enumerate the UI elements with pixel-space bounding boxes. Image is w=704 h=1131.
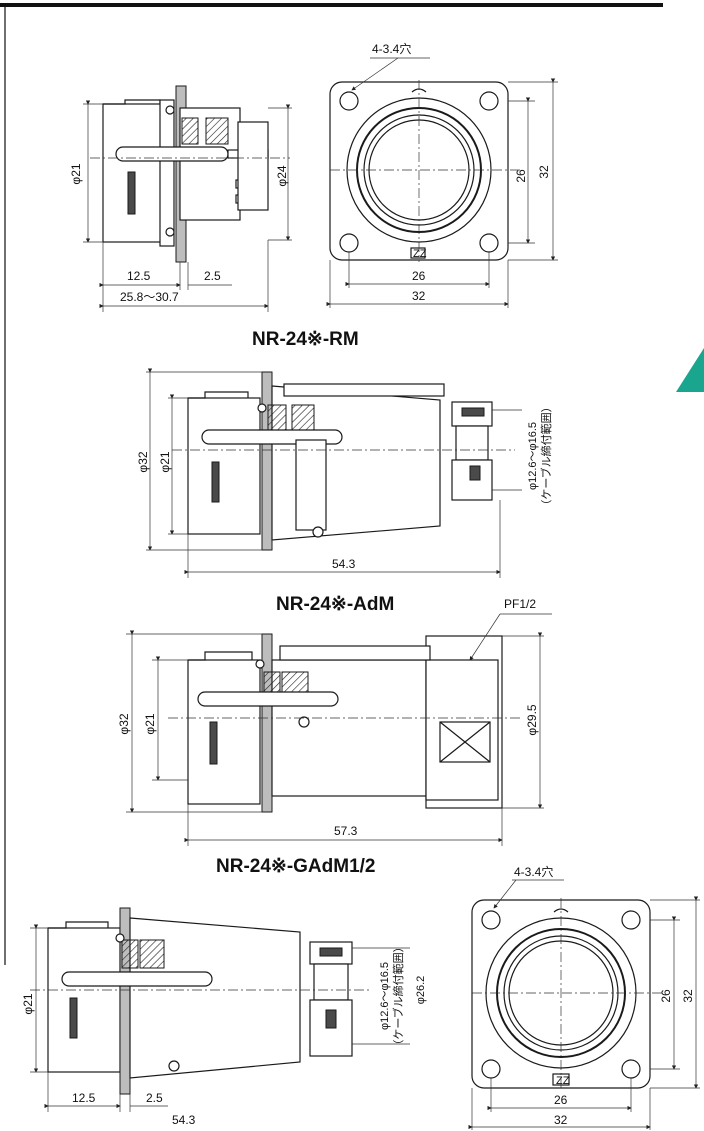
gadm-phi21: φ21 (143, 713, 157, 734)
rm-h26: 26 (514, 169, 528, 183)
gadm-model-label: NR-24※-GAdM1/2 (216, 856, 376, 877)
rm-phi24: φ24 (275, 165, 289, 186)
bottom-cable-range: φ12.6～φ16.5 (379, 962, 391, 1030)
gadm-length: 57.3 (334, 824, 358, 838)
rm-length: 25.8～30.7 (120, 290, 179, 304)
bottom-holes-note: 4-3.4穴 (514, 864, 553, 879)
bottom-d2-5: 2.5 (146, 1091, 163, 1105)
triangle-tab-icon (676, 348, 704, 392)
bottom-w32: 32 (554, 1113, 568, 1127)
gadm-pf-note: PF1/2 (504, 597, 536, 611)
rm-h32: 32 (537, 165, 551, 179)
rm-d2-5: 2.5 (204, 269, 221, 283)
adm-phi21: φ21 (158, 451, 172, 472)
bottom-h26: 26 (659, 989, 673, 1003)
rm-phi21: φ21 (69, 163, 83, 184)
bottom-h32: 32 (681, 989, 695, 1003)
bottom-cable-note: （ケーブル締付範囲） (391, 941, 405, 1050)
rm-holes-note: 4-3.4穴 (372, 41, 411, 56)
gadm-phi29-5: φ29.5 (525, 704, 539, 735)
adm-cable-range: φ12.6～φ16.5 (527, 422, 539, 490)
adm-cable-note: （ケーブル締付範囲） (539, 401, 553, 510)
rm-side-view (102, 85, 269, 263)
rm-d12-5: 12.5 (127, 269, 151, 283)
gadm-side-view (187, 633, 503, 813)
bottom-d12-5: 12.5 (72, 1091, 96, 1105)
bottom-side-view (47, 907, 353, 1095)
bottom-length: 54.3 (172, 1113, 196, 1127)
rm-model-label: NR-24※-RM (252, 329, 359, 350)
svg-text:ZZ: ZZ (556, 1075, 570, 1087)
gadm-phi32: φ32 (117, 713, 131, 734)
adm-side-view (187, 371, 493, 551)
rm-w32: 32 (412, 289, 426, 303)
rm-w26: 26 (412, 269, 426, 283)
svg-text:ZZ: ZZ (413, 248, 427, 260)
bottom-w26: 26 (554, 1093, 568, 1107)
bottom-phi26-2: φ26.2 (415, 976, 427, 1005)
adm-model-label: NR-24※-AdM (276, 594, 394, 615)
bottom-phi21: φ21 (21, 993, 35, 1014)
adm-phi32: φ32 (136, 451, 150, 472)
adm-length: 54.3 (332, 557, 356, 571)
